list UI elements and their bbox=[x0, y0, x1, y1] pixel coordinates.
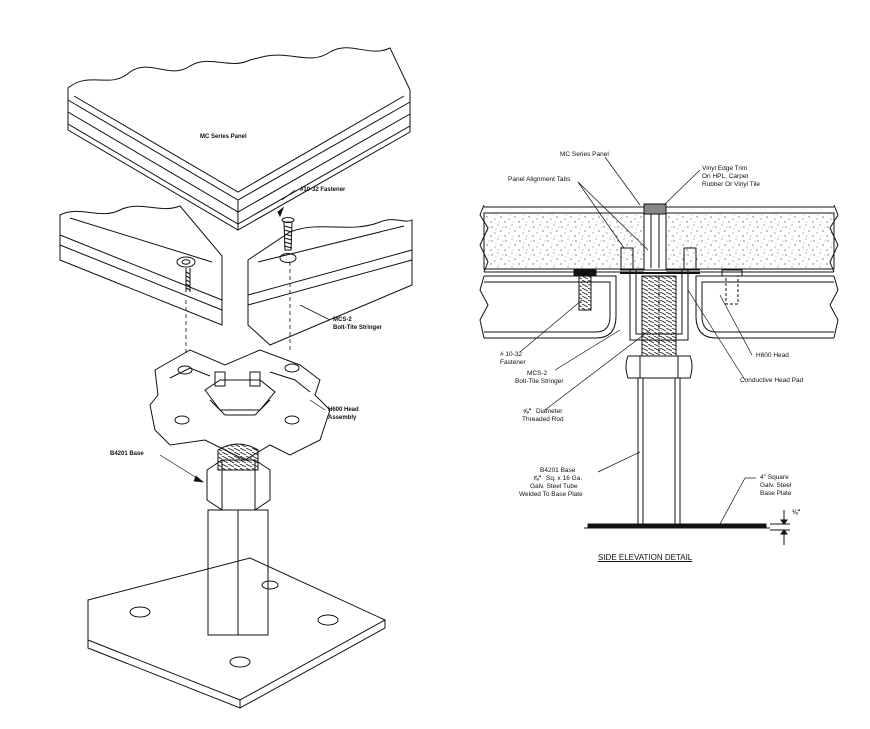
label-el-base-frac: ⅞" bbox=[533, 475, 542, 482]
label-el-pad: Conductive Head Pad bbox=[740, 377, 804, 384]
label-el-plate-2: Galv. Steel bbox=[760, 482, 792, 489]
label-el-tabs: Panel Alignment Tabs bbox=[508, 176, 571, 183]
iso-panel bbox=[67, 47, 411, 231]
iso-head-plate bbox=[149, 349, 331, 461]
label-iso-stringer-1: MCS-2 bbox=[333, 317, 352, 323]
label-iso-head-1: H600 Head bbox=[328, 407, 359, 413]
label-el-panel: MC Series Panel bbox=[560, 151, 609, 158]
label-iso-base: B4201 Base bbox=[110, 451, 144, 457]
label-el-base-3: Galv. Steel Tube bbox=[530, 483, 578, 490]
label-el-dim: ⅛" bbox=[792, 509, 801, 516]
label-el-base-1: B4201 Base bbox=[540, 467, 576, 474]
label-iso-panel: MC Series Panel bbox=[200, 134, 247, 140]
label-iso-head-2: Assembly bbox=[328, 415, 357, 421]
label-el-base-4: Welded To Base Plate bbox=[519, 491, 583, 498]
elevation-title: SIDE ELEVATION DETAIL bbox=[598, 553, 693, 562]
label-el-rod-frac: ⅝" bbox=[523, 408, 532, 415]
label-el-rod-1: Diameter bbox=[536, 408, 563, 415]
label-el-fastener-2: Fastener bbox=[500, 359, 526, 366]
label-el-fastener-1: # 10-32 bbox=[500, 351, 523, 358]
label-iso-fastener: #10-32 Fastener bbox=[300, 187, 346, 193]
label-el-head: H600 Head bbox=[756, 352, 789, 359]
elevation-fasteners bbox=[573, 269, 743, 311]
iso-dashed-guides bbox=[185, 262, 291, 355]
iso-base bbox=[87, 443, 387, 709]
elevation-head bbox=[584, 269, 790, 545]
label-el-base-2: Sq. x 16 Ga. bbox=[546, 475, 583, 482]
label-el-plate-3: Base Plate bbox=[760, 490, 792, 497]
label-el-trim-1: Vinyl Edge Trim bbox=[702, 165, 748, 172]
label-el-rod-2: Threaded Rod bbox=[522, 416, 564, 423]
label-el-stringer-2: Bolt-Tite Stringer bbox=[515, 378, 564, 385]
iso-leaders bbox=[159, 189, 331, 483]
label-iso-stringer-2: Bolt-Tite Stringer bbox=[333, 325, 382, 331]
label-el-trim-3: Rubber Or Vinyl Tile bbox=[702, 181, 761, 188]
elevation-stringers bbox=[479, 275, 839, 339]
elevation-panels bbox=[479, 204, 839, 273]
iso-stringer-left bbox=[59, 205, 223, 326]
label-el-trim-2: On HPL, Carpet bbox=[702, 173, 749, 180]
elevation-leaders bbox=[519, 156, 756, 525]
label-el-plate-1: 4" Square bbox=[760, 474, 789, 481]
iso-stringer-right bbox=[247, 206, 413, 346]
label-el-stringer-1: MCS-2 bbox=[527, 370, 548, 377]
